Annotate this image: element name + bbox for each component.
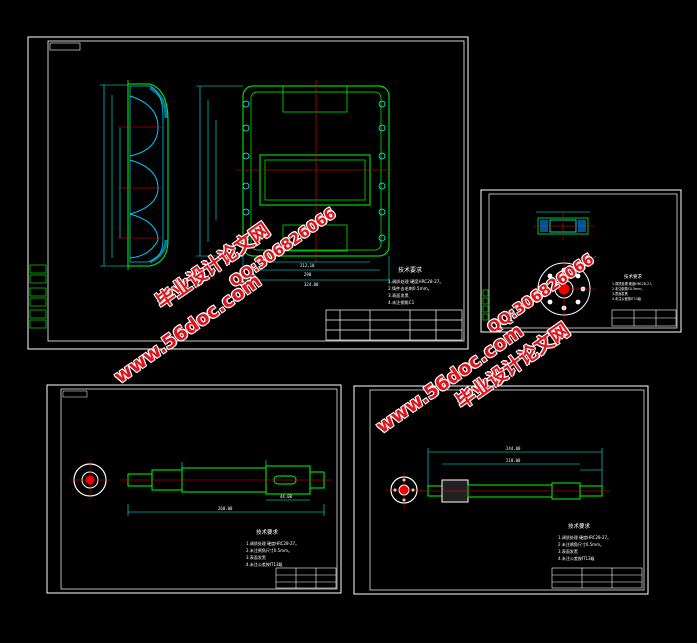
- shaft-right-dimensions: [427, 448, 603, 486]
- sheet-shaft-left: 260.00 44.00 技术要求 1.调质处理 硬度HRC28-27。 2.未…: [46, 384, 342, 594]
- shaft-right-tech-note-3: 3.表面发黑: [558, 548, 578, 554]
- housing-dim-1: 212.10: [300, 263, 315, 268]
- shaft-left-body: [120, 465, 332, 495]
- shaft-left-tech-note-3: 3.表面发黑: [246, 554, 266, 560]
- shaft-left-end-view: [70, 460, 110, 500]
- housing-tech-note-3: 3.表面发黑: [388, 292, 409, 299]
- shaft-right-body: [420, 479, 610, 503]
- sheet-shaft-left-inner-frame: [60, 388, 338, 590]
- shaft-right-tech-note-2: 2.未注倒角尺寸0.5mm。: [558, 541, 604, 547]
- housing-dimension-labels: 212.10 290 324.00: [300, 263, 319, 287]
- round-plate-tech-note-3: 3.表面发黑: [612, 291, 629, 296]
- housing-dim-2: 290: [304, 272, 312, 277]
- sheet-housing-inner-frame: [47, 40, 465, 342]
- round-plate-title-block: [611, 309, 677, 327]
- shaft-right-tech-note-1: 1.调质处理 硬度HRC28-27。: [558, 534, 611, 540]
- round-plate-tech-note-2: 2.未注倒角C0.5mm。: [612, 286, 644, 291]
- sheet-shaft-right-inner-frame: [369, 389, 645, 591]
- sheet-housing-tag: [49, 42, 81, 51]
- housing-tech-note-1: 1.调质处理 硬度HRC28-27。: [388, 278, 444, 285]
- housing-tech-title: 技术要求: [398, 266, 422, 274]
- housing-title-block: [325, 309, 463, 341]
- housing-tech-note-2: 2.铸件去毛刺0.5mm。: [388, 285, 432, 292]
- housing-tech-note-4: 4.未注倒角C1: [388, 299, 415, 306]
- sheet-shaft-right: 244.00 210.00 技术要求 1.调质处理 硬度HRC28-27。 2.…: [353, 385, 649, 595]
- round-plate-section-view: [534, 211, 594, 240]
- shaft-right-title-block: [551, 567, 643, 589]
- shaft-right-dim-overall: 244.00: [506, 446, 521, 451]
- shaft-right-tech-note-4: 4.未注公差按IT13级: [558, 555, 595, 561]
- housing-tech-notes: 技术要求 1.调质处理 硬度HRC28-27。 2.铸件去毛刺0.5mm。 3.…: [388, 266, 444, 306]
- shaft-left-dim-overall: 260.00: [218, 506, 233, 511]
- shaft-left-dimensions: [127, 460, 325, 516]
- shaft-left-tech-notes: 技术要求 1.调质处理 硬度HRC28-27。 2.未注倒角尺寸0.5mm。 3…: [246, 528, 299, 567]
- sheet-housing-outer-frame: [27, 36, 469, 350]
- shaft-left-dimension-labels: 260.00 44.00: [218, 494, 293, 511]
- sheet-housing: 212.10 290 324.00 技术要求 1.调质处理 硬度HRC28-27…: [27, 36, 469, 350]
- sheet-round-plate: 技术要求 1.调质处理 硬度HRC28-27。 2.未注倒角C0.5mm。 3.…: [480, 189, 682, 333]
- round-plate-tech-note-1: 1.调质处理 硬度HRC28-27。: [612, 281, 654, 286]
- shaft-left-tech-note-4: 4.未注公差按IT13级: [246, 561, 283, 567]
- shaft-left-title-block: [275, 567, 337, 589]
- housing-dim-3: 324.00: [304, 282, 319, 287]
- shaft-right-tech-title: 技术要求: [568, 522, 591, 530]
- shaft-left-tech-note-1: 1.调质处理 硬度HRC28-27。: [246, 540, 299, 546]
- sheet-shaft-right-outer-frame: [353, 385, 649, 595]
- round-plate-tech-title: 技术要求: [624, 273, 642, 280]
- sheet-round-plate-inner-frame: [488, 193, 678, 329]
- housing-side-view: [100, 80, 169, 270]
- sheet-shaft-left-outer-frame: [46, 384, 342, 594]
- shaft-right-dim-inner: 210.00: [506, 458, 521, 463]
- shaft-left-tech-note-2: 2.未注倒角尺寸0.5mm。: [246, 547, 292, 553]
- sheet-round-plate-outer-frame: [480, 189, 682, 333]
- sheet-housing-side-blocks: [29, 264, 47, 329]
- housing-front-view: [196, 80, 392, 284]
- shaft-right-tech-notes: 技术要求 1.调质处理 硬度HRC28-27。 2.未注倒角尺寸0.5mm。 3…: [558, 522, 611, 561]
- round-plate-side-blocks: [482, 289, 489, 321]
- round-plate-tech-note-4: 4.未注公差按IT13级: [612, 296, 642, 301]
- round-plate-face-view: [532, 255, 597, 321]
- shaft-right-end-view: [386, 472, 422, 508]
- shaft-right-dimension-labels: 244.00 210.00: [506, 446, 521, 463]
- shaft-left-dim-step: 44.00: [280, 494, 293, 499]
- sheet-shaft-left-tag: [62, 390, 88, 398]
- round-plate-tech-notes: 技术要求 1.调质处理 硬度HRC28-27。 2.未注倒角C0.5mm。 3.…: [612, 273, 654, 301]
- shaft-left-tech-title: 技术要求: [256, 528, 279, 536]
